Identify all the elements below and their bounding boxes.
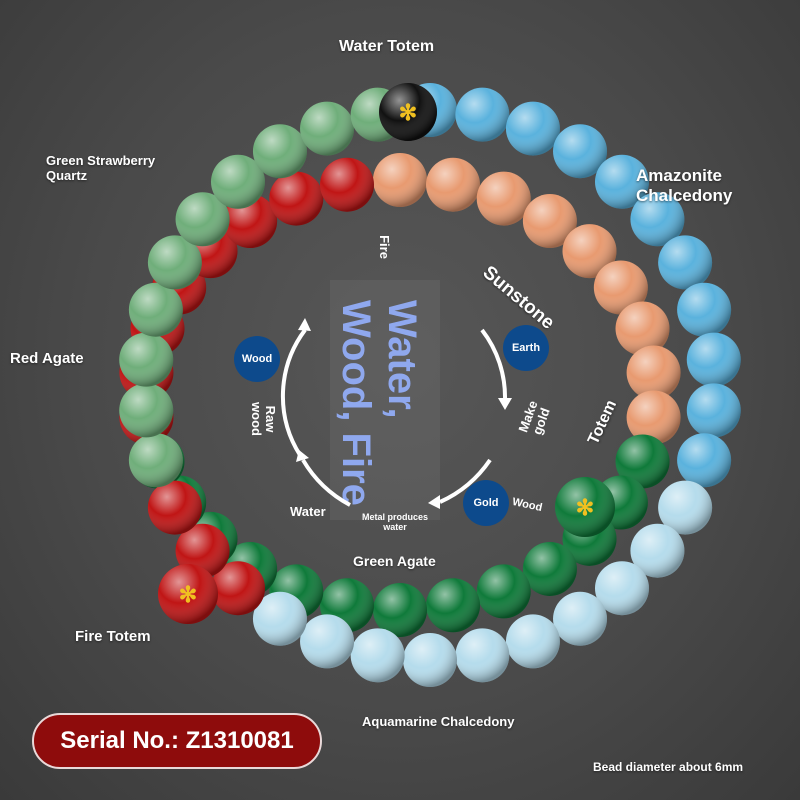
totem-symbol-icon: ✻ [399, 100, 417, 125]
label-metal-produces-water: Metal produces water [361, 512, 428, 532]
label-red-agate: Red Agate [10, 350, 84, 367]
red-agate-bead [269, 171, 324, 226]
totem-symbol-icon: ✻ [179, 582, 197, 607]
amazonite-bead [455, 87, 510, 142]
title-panel [330, 280, 440, 520]
aquamarine-bead [630, 523, 685, 578]
wood-totem-bead [555, 477, 615, 537]
amazonite-bead [553, 124, 608, 179]
amazonite-bead [658, 235, 713, 290]
label-amazonite-chalcedony: Amazonite Chalcedony [636, 166, 733, 205]
water-totem-bead [379, 83, 437, 141]
amazonite-bead [686, 332, 741, 387]
aquamarine-bead [553, 591, 608, 646]
label-water-totem: Water Totem [339, 38, 435, 55]
label-aquamarine-chalcedony: Aquamarine Chalcedony [362, 714, 515, 729]
amazonite-bead [630, 192, 685, 247]
amazonite-bead [505, 101, 560, 156]
green-agate-bead [476, 564, 531, 619]
aquamarine-bead [505, 614, 560, 669]
sunstone-bead [593, 260, 648, 315]
sunstone-bead [476, 171, 531, 226]
strawberry-quartz-bead [128, 433, 183, 488]
sunstone-bead [626, 345, 681, 400]
amazonite-bead [677, 433, 732, 488]
strawberry-quartz-bead [252, 124, 307, 179]
amazonite-bead [677, 282, 732, 337]
label-fire: Fire [376, 235, 392, 259]
green-agate-bead [426, 578, 481, 633]
aquamarine-bead [300, 614, 355, 669]
aquamarine-bead [455, 628, 510, 683]
circle-earth: Earth [503, 325, 549, 371]
sunstone-bead [562, 224, 617, 279]
aquamarine-bead [252, 591, 307, 646]
strawberry-quartz-bead [147, 235, 202, 290]
sunstone-bead [373, 153, 427, 207]
strawberry-quartz-bead [119, 332, 174, 387]
strawberry-quartz-bead [119, 383, 174, 438]
strawberry-quartz-bead [175, 192, 230, 247]
fire-totem-bead [158, 564, 218, 624]
green-agate-bead [522, 541, 577, 596]
totem-symbol-icon: ✻ [576, 495, 594, 520]
aquamarine-bead [403, 633, 457, 687]
strawberry-quartz-bead [300, 101, 355, 156]
red-agate-bead [147, 480, 202, 535]
strawberry-quartz-bead [210, 154, 265, 209]
sunstone-bead [615, 301, 670, 356]
red-agate-bead [210, 561, 265, 616]
sunstone-bead [426, 157, 481, 212]
amazonite-bead [686, 383, 741, 438]
circle-gold: Gold [463, 480, 509, 526]
serial-number-badge: Serial No.: Z1310081 [32, 713, 322, 769]
label-water: Water [290, 504, 326, 519]
aquamarine-bead [595, 561, 650, 616]
green-agate-bead [615, 434, 670, 489]
green-agate-bead [373, 583, 427, 637]
red-agate-bead [319, 157, 374, 212]
aquamarine-bead [658, 480, 713, 535]
sunstone-bead [522, 194, 577, 249]
label-green-strawberry-quartz: Green Strawberry Quartz [46, 153, 156, 183]
label-fire-totem: Fire Totem [75, 628, 151, 645]
circle-wood: Wood [234, 336, 280, 382]
label-raw-wood: Raw wood [249, 402, 278, 436]
label-bead-diameter: Bead diameter about 6mm [593, 760, 744, 774]
sunstone-bead [626, 390, 681, 445]
aquamarine-bead [350, 628, 405, 683]
strawberry-quartz-bead [128, 282, 183, 337]
label-green-agate: Green Agate [353, 553, 436, 569]
amazonite-bead [595, 154, 650, 209]
